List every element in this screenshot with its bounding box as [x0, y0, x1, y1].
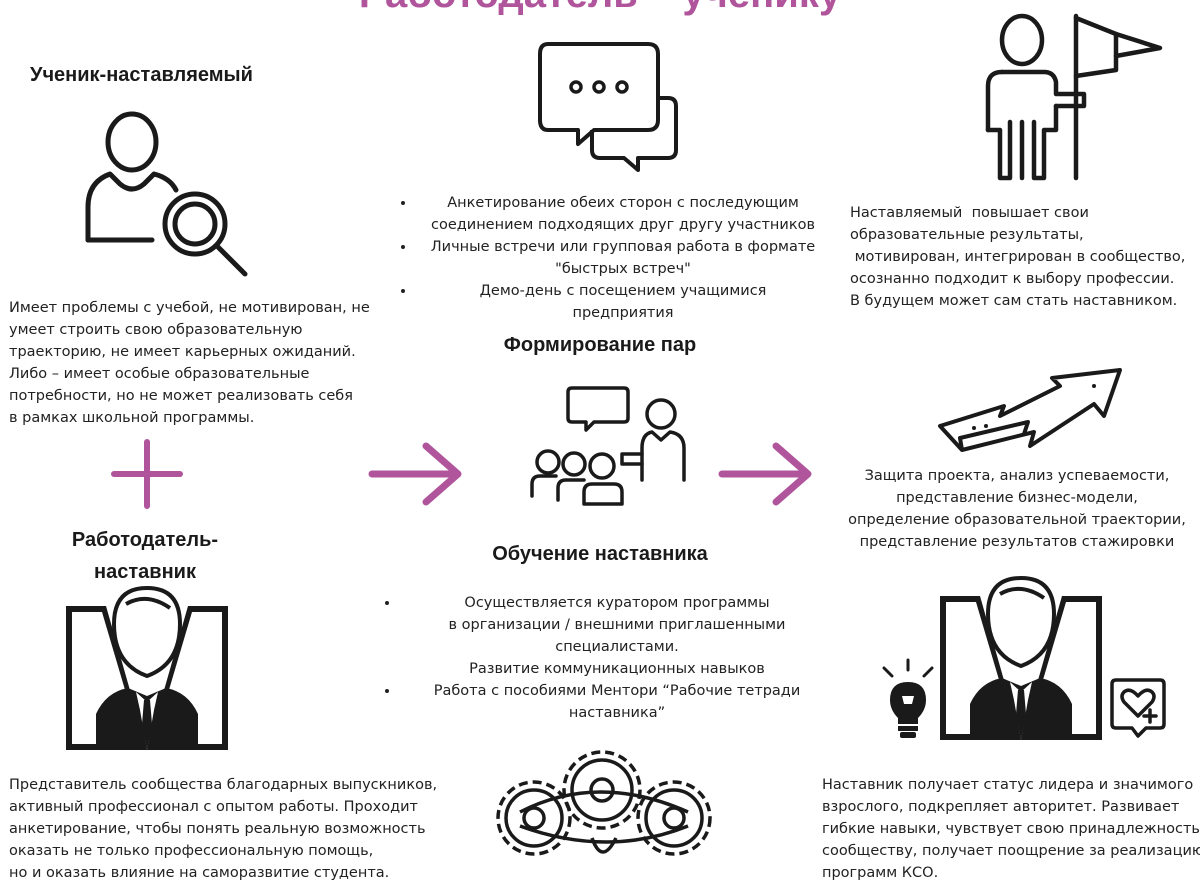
lightbulb-icon	[882, 658, 934, 738]
bullet-line: Осуществляется куратором программы	[464, 595, 770, 611]
student-desc-line: Либо – имеет особые образовательные	[9, 366, 310, 382]
mentor-result-line: Наставник получает статус лидера и значи…	[822, 777, 1194, 793]
page-title: Работодатель – ученику	[0, 0, 1200, 17]
mentor-desc-line: анкетирование, чтобы понять реальную воз…	[9, 821, 426, 837]
student-desc-line: потребности, но не может реализовать себ…	[9, 388, 353, 404]
arrow-right-icon	[718, 442, 812, 506]
bullet-line: в организации / внешними приглашенными	[448, 617, 786, 633]
bullet-line: "быстрых встреч"	[555, 261, 691, 277]
result-line: образовательные результаты,	[850, 227, 1084, 243]
mentor-desc-line: оказать не только профессиональную помощ…	[9, 843, 374, 859]
project-line: представление бизнес-модели,	[896, 490, 1138, 506]
rising-arrow-icon	[938, 368, 1122, 452]
person-flag-icon	[985, 13, 1163, 181]
chat-bubbles-icon	[538, 42, 678, 172]
businessman-icon	[66, 585, 228, 750]
result-line: осознанно подходит к выбору профессии.	[850, 271, 1175, 287]
pairing-bullet: Демо-день с посещением учащимися предпри…	[416, 280, 820, 324]
project-text: Защита проекта, анализ успеваемости, пре…	[832, 465, 1200, 553]
pairing-bullet: Анкетирование обеих сторон с последующим…	[416, 192, 820, 236]
arrow-right-icon	[368, 442, 462, 506]
mentor-result-line: программ КСО.	[822, 865, 939, 881]
bullet-line: наставника”	[568, 705, 666, 721]
mentor-desc-line: но и оказать влияние на саморазвитие сту…	[9, 865, 390, 881]
training-bullets: Осуществляется куратором программы в орг…	[374, 592, 824, 724]
mentor-result-line: сообществу, получает поощрение за реализ…	[822, 843, 1200, 859]
bullet-line: Личные встречи или групповая работа в фо…	[430, 239, 816, 255]
mentor-heading: Работодатель- наставник	[40, 524, 250, 588]
student-description: Имеет проблемы с учебой, не мотивирован,…	[9, 297, 389, 429]
training-bullet: Работа с пособиями Ментори “Рабочие тетр…	[400, 680, 824, 724]
mentor-heading-line: Работодатель-	[71, 529, 219, 551]
bullet-line: Работа с пособиями Ментори “Рабочие тетр…	[433, 683, 801, 699]
mentor-result-line: гибкие навыки, чувствует свою принадлежн…	[822, 821, 1200, 837]
bullet-line: специалистами.	[555, 639, 679, 655]
gears-icon	[496, 750, 712, 856]
mentor-desc-line: Представитель сообщества благодарных вып…	[9, 777, 438, 793]
plus-icon	[111, 439, 183, 509]
student-desc-line: умеет строить свою образовательную	[9, 322, 303, 338]
mentor-heading-line: наставник	[94, 561, 196, 583]
result-line: В будущем может сам стать наставником.	[850, 293, 1178, 309]
project-line: определение образовательной траектории,	[848, 512, 1186, 528]
student-result: Наставляемый повышает свои образовательн…	[850, 202, 1195, 312]
mentor-result: Наставник получает статус лидера и значи…	[822, 774, 1200, 884]
bullet-line: Демо-день с посещением учащимися	[479, 283, 767, 299]
student-desc-line: траекторию, не имеет карьерных ожиданий.	[9, 344, 356, 360]
mentor-result-line: взрослого, подкрепляет авторитет. Развив…	[822, 799, 1180, 815]
mentor-desc-line: активный профессионал с опытом работы. П…	[9, 799, 418, 815]
pairing-heading: Формирование пар	[503, 334, 697, 356]
mentor-description: Представитель сообщества благодарных вып…	[9, 774, 469, 884]
group-meeting-icon	[530, 386, 686, 506]
pairing-bullets: Анкетирование обеих сторон с последующим…	[390, 192, 820, 324]
pairing-bullet: Личные встречи или групповая работа в фо…	[416, 236, 820, 280]
training-bullet: Осуществляется куратором программы в орг…	[400, 592, 824, 680]
bullet-line: предприятия	[572, 305, 674, 321]
student-desc-line: Имеет проблемы с учебой, не мотивирован,…	[9, 300, 370, 316]
project-line: представление результатов стажировки	[859, 534, 1175, 550]
businessman-icon	[940, 575, 1102, 740]
training-heading: Обучение наставника	[492, 543, 708, 565]
bullet-line: Развитие коммуникационных навыков	[469, 661, 765, 677]
project-line: Защита проекта, анализ успеваемости,	[864, 468, 1170, 484]
bullet-line: соединением подходящих друг другу участн…	[430, 217, 816, 233]
result-line: мотивирован, интегрирован в сообщество,	[850, 249, 1186, 265]
student-heading: Ученик-наставляемый	[30, 64, 253, 86]
bullet-line: Анкетирование обеих сторон с последующим	[447, 195, 799, 211]
student-desc-line: в рамках школьной программы.	[9, 410, 255, 426]
heart-badge-icon	[1110, 678, 1166, 738]
result-line: Наставляемый повышает свои	[850, 205, 1089, 221]
person-search-icon	[85, 111, 248, 277]
